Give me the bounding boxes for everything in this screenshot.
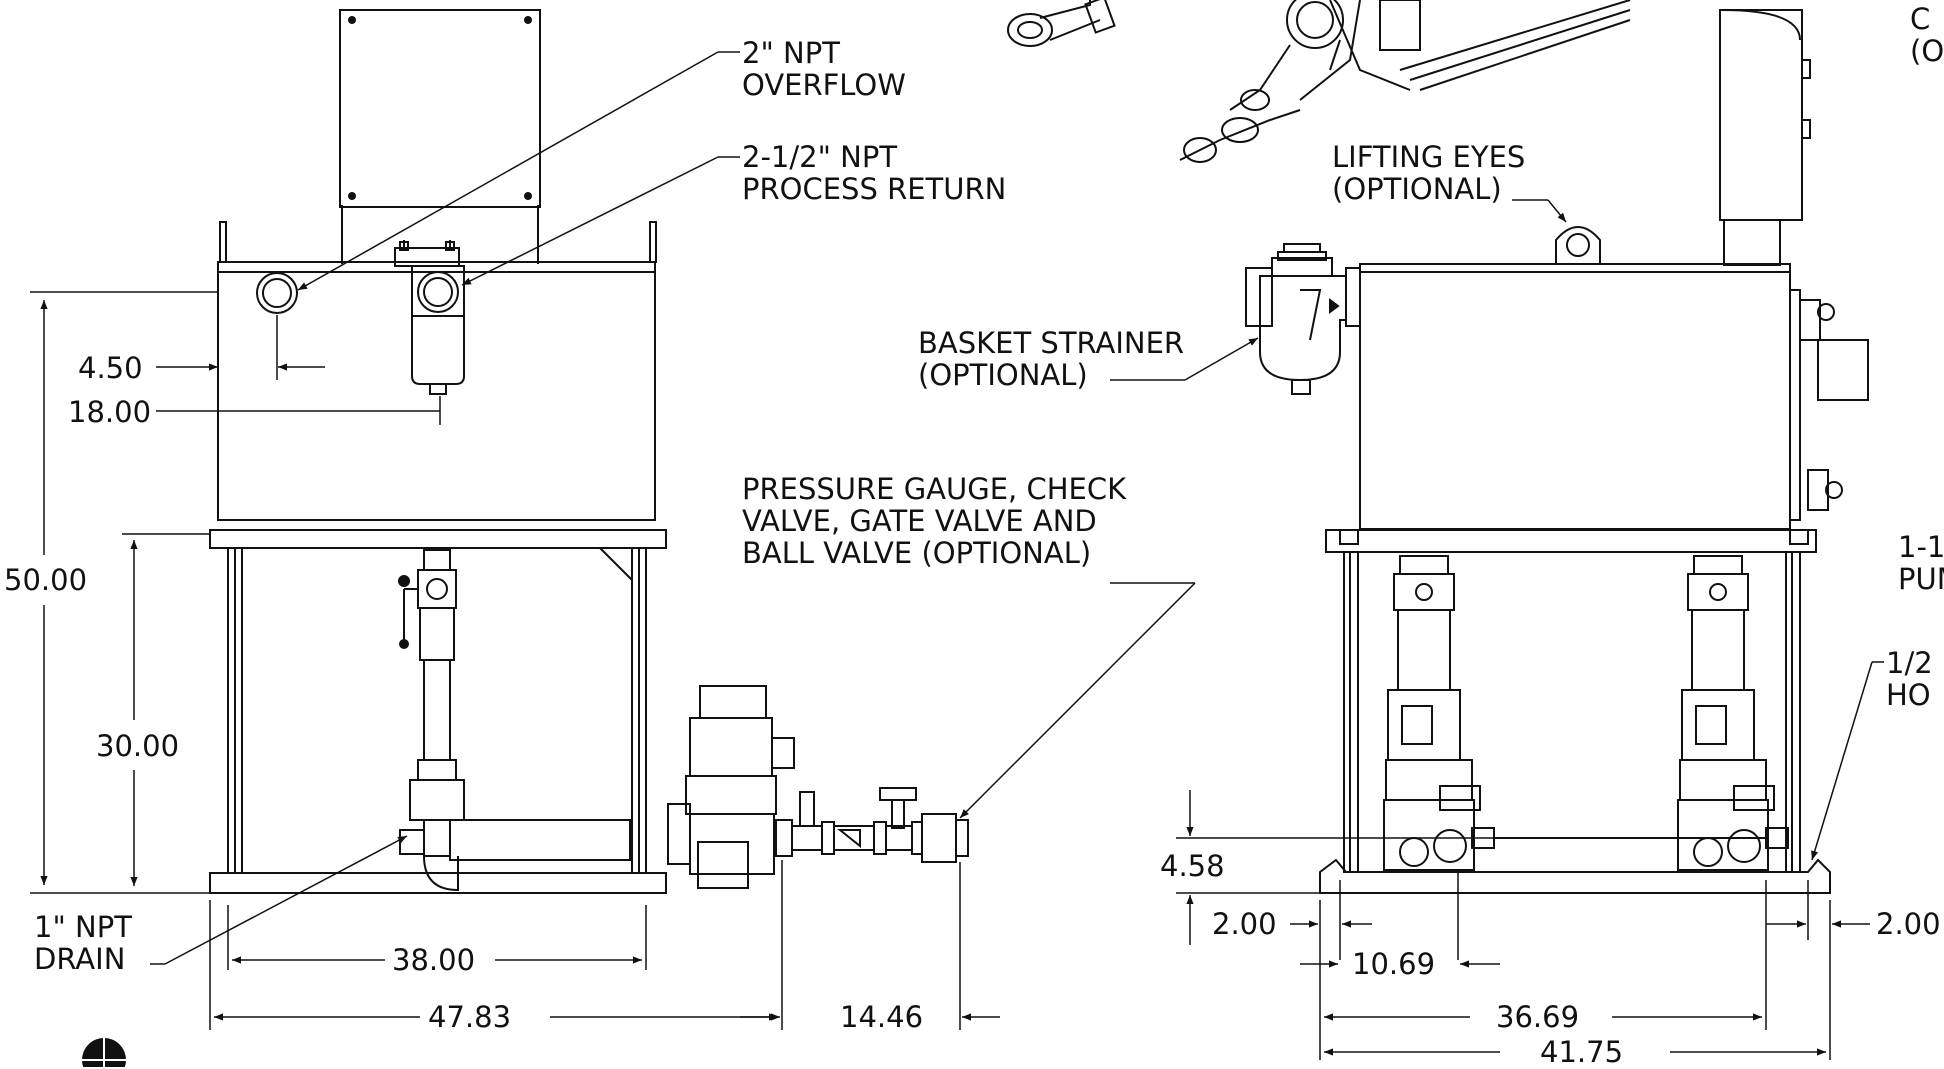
dim-30-00: 30.00 [96,729,180,763]
stand-base-front [209,872,667,894]
pump-side-1 [1383,555,1495,871]
return-filter [394,240,465,395]
control-panel-front [339,9,541,208]
front-view [209,9,969,894]
dim-41-75: 41.75 [1540,1035,1624,1069]
basket-strainer-callout: BASKET STRAINER (OPTIONAL) [918,326,1185,392]
dim-47-83: 47.83 [428,1000,512,1034]
leader-lines [150,51,1884,965]
drain-piping [398,549,631,892]
dim-10-69: 10.69 [1352,947,1436,981]
isometric-fragments [1007,0,1631,163]
valve-train [775,787,969,863]
dim-36-69: 36.69 [1496,1000,1580,1034]
side-view [1245,9,1869,894]
clipped-callout-pump: 1-1, PUM [1898,530,1944,596]
dim-50-00: 50.00 [4,563,88,597]
overflow-callout: 2" NPT OVERFLOW [742,36,906,102]
clipped-callout-hole: 1/2 HO [1886,646,1933,712]
stand-top-side [1325,529,1817,553]
overflow-port [256,272,298,314]
side-valves [1799,299,1869,511]
stand-top-front [209,529,667,549]
process-return-callout: 2-1/2" NPT PROCESS RETURN [742,140,1007,206]
dim-4-58: 4.58 [1160,849,1225,883]
clipped-callout-top-right: C (O [1910,2,1944,68]
view-symbol [82,1038,126,1067]
dim-2-00-right: 2.00 [1876,907,1941,941]
drain-callout: 1" NPT DRAIN [34,910,132,976]
lifting-eyes-callout: LIFTING EYES (OPTIONAL) [1332,140,1526,206]
dim-4-50: 4.50 [78,351,143,385]
dim-38-00: 38.00 [392,943,476,977]
lifting-eye [1555,226,1601,265]
reservoir-tank-front [217,261,656,521]
dim-18-00: 18.00 [68,395,152,429]
basket-strainer [1245,243,1361,395]
control-panel-side [1719,9,1803,221]
stand-base-side [1319,858,1831,894]
dim-2-00-left: 2.00 [1212,907,1277,941]
reservoir-tank-side [1359,263,1791,530]
valves-callout: PRESSURE GAUGE, CHECK VALVE, GATE VALVE … [742,472,1127,570]
pump-side-2 [1677,555,1789,871]
dimension-lines [30,291,1870,1060]
pump-front [667,685,795,889]
dim-14-46: 14.46 [840,1000,924,1034]
